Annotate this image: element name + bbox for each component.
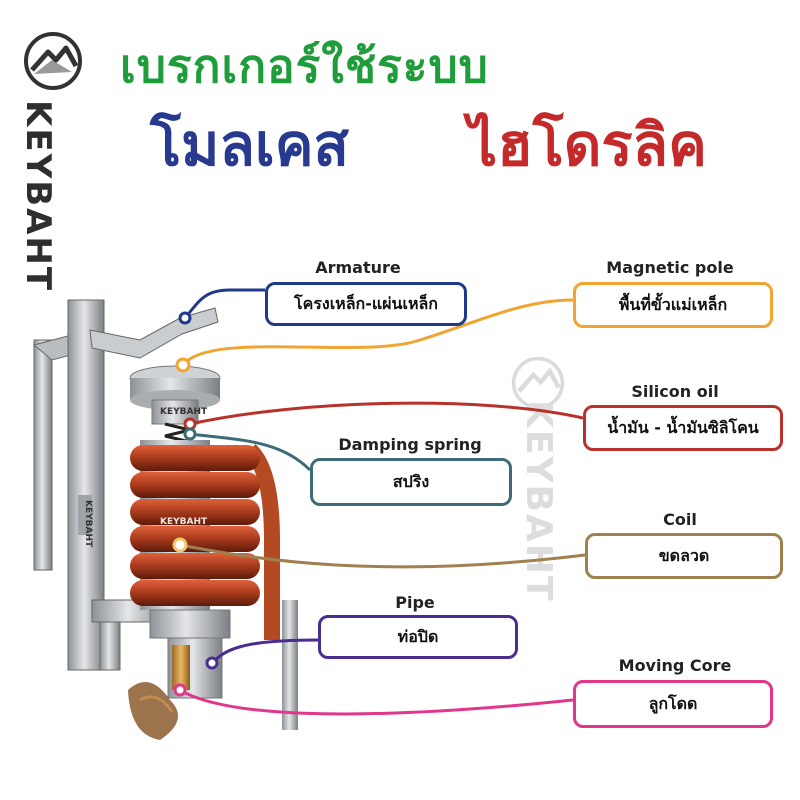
watermark-logo-icon [511,356,565,410]
pipe-and-core [128,600,298,740]
connector-armature [183,288,265,319]
label-pipe-th: ท่อปิด [318,615,518,659]
armature-frame [32,299,219,671]
connector-magnetic-pole [181,298,574,367]
label-moving-core-th: ลูกโดด [573,680,773,728]
endpoint-dots [172,311,219,697]
connector-silicon-oil [189,401,584,426]
connector-moving-core [179,688,574,716]
label-armature-th: โครงเหล็ก-แผ่นเหล็ก [265,282,467,326]
label-damping-spring-th: สปริง [310,458,512,506]
label-coil-th: ขดลวด [585,533,783,579]
device-label-top: KEYBAHT [160,407,208,417]
label-coil-en: Coil [663,510,697,529]
label-magnetic-pole-th: พื้นที่ขั้วแม่เหล็ก [573,282,773,328]
device-label-coil: KEYBAHT [160,517,208,527]
label-silicon-oil-th: น้ำมัน - น้ำมันซิลิโคน [583,405,783,451]
label-damping-spring-en: Damping spring [338,435,482,454]
label-silicon-oil-en: Silicon oil [631,382,719,401]
title-hydraulic: ไฮโดรลิค [468,111,707,179]
watermark-text: KEYBAHT [518,400,559,603]
label-magnetic-pole-en: Magnetic pole [606,258,734,277]
brand-name: KEYBAHT [18,100,58,293]
device-label-frame: KEYBAHT [83,500,93,548]
connector-damping-spring [189,432,312,472]
title-moldcase: โมลเคส [150,111,349,179]
connector-coil [179,543,586,569]
label-armature-en: Armature [315,258,401,277]
magnetic-pole-piece: KEYBAHT [129,365,221,425]
title-line-1: เบรกเกอร์ใช้ระบบ [120,39,489,93]
connector-pipe [210,638,319,665]
copper-coil: KEYBAHT [130,440,280,640]
keybaht-logo-icon [24,32,82,90]
label-pipe-en: Pipe [395,593,435,612]
label-moving-core-en: Moving Core [618,656,732,675]
damping-spring [164,422,191,444]
